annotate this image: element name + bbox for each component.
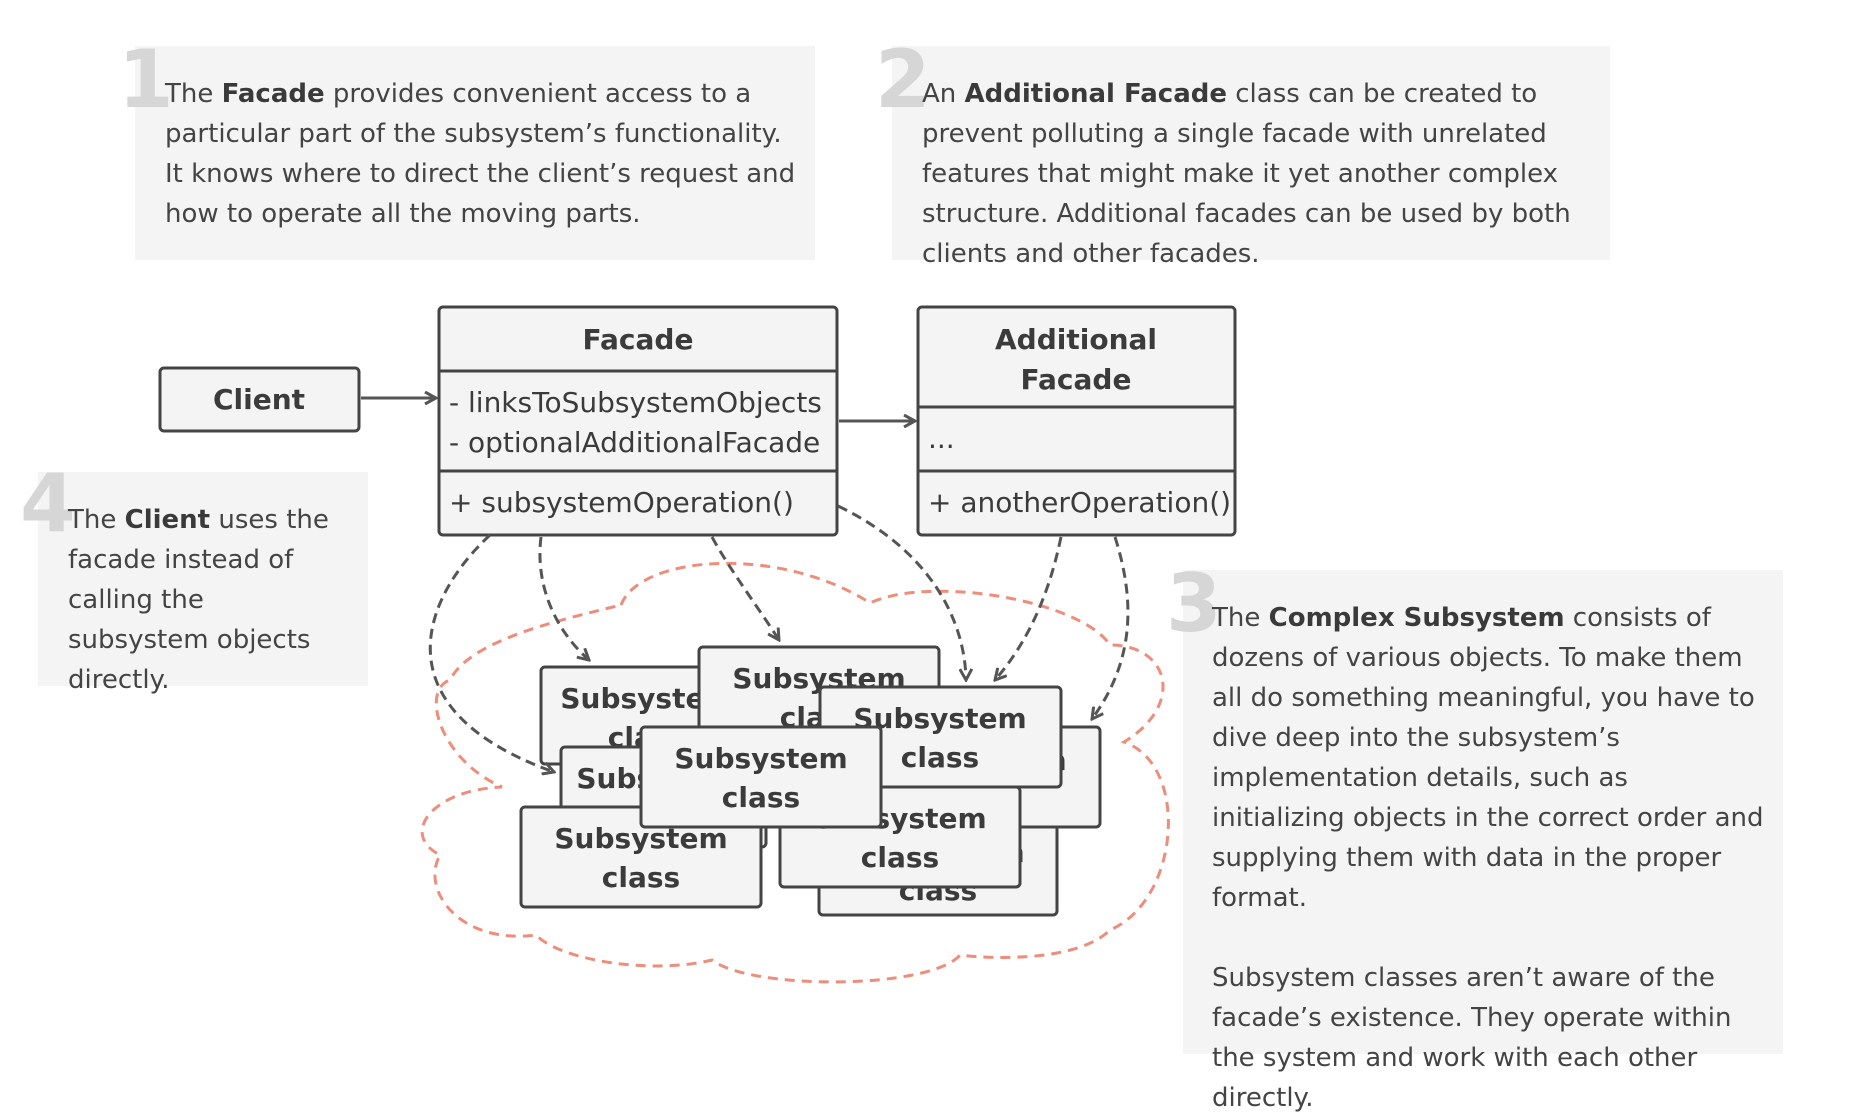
- note-3-paragraph-2: Subsystem classes aren’t aware of the fa…: [1212, 963, 1732, 1113]
- note-3-text: The Complex Subsystem consists of dozens…: [1212, 598, 1767, 1118]
- additional-facade-to-subsystem-arrow-1: [995, 536, 1063, 680]
- facade-to-subsystem-arrow-3: [710, 536, 779, 640]
- note-4: 4 The Client uses the facade instead of …: [20, 464, 368, 695]
- subsystem-class-label: Subsystem: [674, 742, 847, 775]
- additional-facade-method: + anotherOperation(): [928, 486, 1231, 519]
- note-1-text-start: The: [165, 79, 222, 109]
- additional-facade-title-line2: Facade: [1021, 363, 1132, 396]
- facade-to-subsystem-arrow-1: [428, 533, 554, 772]
- additional-facade-title-line1: Additional: [995, 323, 1157, 356]
- subsystem-class-label: class: [901, 741, 979, 774]
- note-1-keyword: Facade: [221, 79, 325, 109]
- additional-facade-class-box: Additional Facade ... + anotherOperation…: [916, 305, 1237, 537]
- note-3-keyword: Complex Subsystem: [1268, 603, 1565, 633]
- note-2-number: 2: [875, 33, 931, 126]
- facade-to-subsystem-arrow-4: [837, 504, 966, 680]
- subsystem-class-box-9: Subsystem class: [639, 725, 883, 829]
- note-1-text: The Facade provides convenient access to…: [165, 74, 805, 234]
- note-4-text-start: The: [68, 505, 125, 535]
- additional-facade-to-subsystem-arrow-2: [1092, 536, 1130, 719]
- facade-title: Facade: [583, 323, 694, 356]
- note-4-text: The Client uses the facade instead of ca…: [68, 500, 348, 700]
- subsystem-class-label: class: [722, 781, 800, 814]
- note-3-text-start: The: [1212, 603, 1269, 633]
- note-2: 2 An Additional Facade class can be crea…: [875, 40, 1610, 269]
- facade-class-box: Facade - linksToSubsystemObjects - optio…: [437, 305, 839, 537]
- note-3-number: 3: [1166, 557, 1222, 650]
- subsystem-class-label: class: [602, 861, 680, 894]
- note-3-paragraph-1: The Complex Subsystem consists of dozens…: [1212, 598, 1767, 918]
- note-3: 3 The Complex Subsystem consists of doze…: [1166, 564, 1783, 1113]
- note-4-number: 4: [20, 457, 76, 550]
- note-2-text-start: An: [922, 79, 965, 109]
- note-1-text-rest: provides convenient access to a particul…: [165, 79, 796, 229]
- subsystem-class-label: class: [861, 841, 939, 874]
- note-4-keyword: Client: [124, 505, 211, 535]
- facade-field-additional: - optionalAdditionalFacade: [449, 426, 820, 459]
- facade-field-links: - linksToSubsystemObjects: [449, 386, 822, 419]
- client-box: Client: [158, 366, 361, 433]
- note-3-text-rest: consists of dozens of various objects. T…: [1212, 603, 1764, 913]
- facade-method: + subsystemOperation(): [449, 486, 794, 519]
- facade-to-subsystem-arrow-2: [538, 536, 589, 660]
- additional-facade-fields: ...: [928, 422, 955, 455]
- subsystem-cloud: [420, 562, 1170, 984]
- subsystem-class-box-8: Subsystem class: [519, 805, 763, 909]
- note-4-text-rest: uses the facade instead of calling the s…: [68, 505, 329, 695]
- note-1-number: 1: [118, 33, 174, 126]
- note-2-text: An Additional Facade class can be create…: [922, 74, 1602, 274]
- note-1: 1 The Facade provides convenient access …: [118, 40, 815, 260]
- note-2-keyword: Additional Facade: [964, 79, 1227, 109]
- note-2-text-rest: class can be created to prevent pollutin…: [922, 79, 1571, 269]
- client-title: Client: [213, 383, 305, 416]
